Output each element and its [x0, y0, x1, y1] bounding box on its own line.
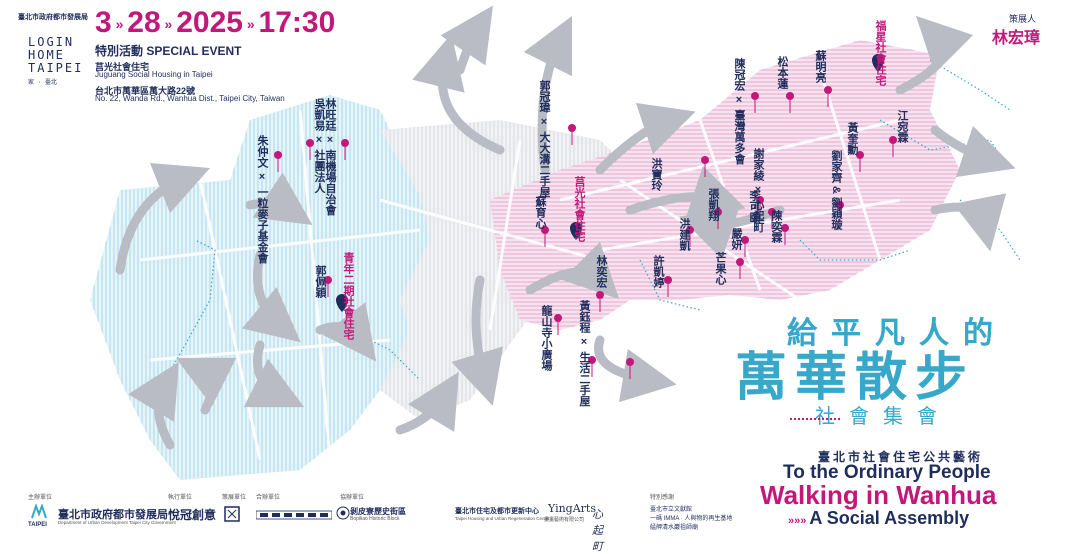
housing-center-en: Taipei Housing and Urban Regeneration Ce…	[455, 516, 550, 521]
venue-zh: 莒光社會住宅	[95, 62, 150, 72]
title-block: 給平凡人的 萬華散步 社會集會	[735, 318, 1065, 433]
pin-label: 陳冠宏 × 臺灣萬多會	[733, 58, 745, 165]
thanks-item: 臺北市立文獻館	[650, 507, 693, 513]
taipei-logo-text: TAIPEI	[28, 522, 47, 528]
pin-label: 林旺廷 × 南機場自治會	[324, 98, 336, 216]
date-day: 28	[127, 6, 161, 39]
curator-unit-logo-icon	[224, 506, 240, 522]
pin-label: 許凱婷	[652, 255, 664, 288]
taipei-logo-icon	[28, 503, 50, 522]
title-en-line3-text: A Social Assembly	[809, 508, 970, 528]
bopiliao-name: 剝皮寮歷史街區	[350, 507, 406, 516]
address-zh: 台北市萬華區萬大路22號	[95, 86, 196, 96]
co-organizer-logo-icon	[255, 508, 333, 520]
title-en-line2: Walking in Wanhua	[760, 480, 997, 510]
xinqiding-logo: 心起町	[592, 509, 603, 553]
logo-caption: 家 · 臺北	[28, 79, 57, 86]
pin-label: 陳奕霖	[770, 210, 782, 243]
yingarts-sub: 畫畫藝術有限公司	[544, 517, 585, 523]
date-sep-icon-2: »	[160, 16, 177, 33]
date-sep-icon: »	[111, 16, 128, 33]
pin-label: 郭佩穎	[314, 265, 326, 298]
event-date: 3 » 28 » 2025 » 17:30	[95, 6, 335, 40]
curator-name: 林宏璋	[991, 30, 1040, 47]
footer-group-label: 主辦單位	[28, 495, 53, 501]
footer-group-label: 合辦單位	[256, 495, 281, 501]
pin-label: 朱仲文 × 一粒麥子基金會	[256, 135, 268, 264]
venue-en: Juguang Social Housing in Taipei	[95, 70, 213, 79]
pink-district	[490, 40, 960, 330]
title-zh-line3: 社會集會	[815, 406, 951, 428]
pin-label: 黃奎勳	[846, 122, 858, 155]
pin-label: 劉家齊 & 劉穎璇	[830, 150, 842, 231]
date-year: 2025	[176, 6, 243, 39]
footer-group-label: 特別感謝	[650, 495, 675, 501]
date-month: 3	[95, 6, 112, 39]
pin-label-highlight: 青年二期社會住宅	[342, 252, 354, 340]
logo-line-3: TAIPEI	[28, 61, 84, 75]
bopiliao-en: Bopiliao Historic Block	[350, 516, 400, 522]
pin-label: 吳凱易 × 社團法人	[313, 98, 325, 194]
title-en-line1: To the Ordinary People	[783, 462, 991, 483]
logo-line-1: LOGIN	[28, 35, 75, 49]
login-home-taipei-logo: LOGIN HOME TAIPEI 家 · 臺北	[28, 35, 86, 87]
pin-label: 郭冠瑋 × 大大溝二手屋	[538, 80, 550, 198]
pin-label: 蘇育心	[534, 196, 546, 229]
pin-label: 蘇明亮	[814, 50, 826, 83]
co-organizer-seal-icon	[336, 506, 350, 520]
pin-label: 李可頤	[748, 190, 760, 223]
footer-group-label: 執行單位	[168, 495, 193, 501]
footer-group-label: 協辦單位	[340, 495, 365, 501]
pin-label-highlight: 莒光社會住宅	[573, 176, 585, 242]
pin-label: 黃鈺程 × 生活二手屋	[578, 300, 590, 407]
title-en-line3: »»» A Social Assembly	[788, 508, 969, 529]
thanks-item: 一碼 IMMA · 人與物的再生基地	[650, 516, 733, 522]
arrow-right-icon: »»»	[788, 515, 810, 527]
pin-label-highlight: 福星社會住宅	[874, 20, 886, 86]
title-zh-line2: 萬華散步	[735, 348, 976, 408]
date-time: 17:30	[258, 6, 336, 39]
pin-label: 龍山寺小廣場	[540, 305, 552, 371]
housing-center-name: 臺北市住宅及都市更新中心	[455, 508, 539, 515]
organizer-top: 臺北市政府都市發展局	[18, 14, 88, 21]
pin-label: 謝家綾 × 心起町	[752, 148, 764, 233]
pin-label: 林奕宏	[595, 255, 607, 288]
pin-label: 芒果心	[714, 252, 726, 285]
title-divider	[790, 418, 840, 420]
date-sep-icon-3: »	[242, 16, 259, 33]
address-en: No. 22, Wanda Rd., Wanhua Dist., Taipei …	[95, 94, 285, 103]
title-subtitle-zh: 臺北市社會住宅公共藝術	[818, 450, 984, 464]
pin-label: 洪建凱	[678, 218, 690, 251]
curator-label: 策展人	[1008, 14, 1036, 24]
main-org-name: 臺北市政府都市發展局	[58, 509, 168, 521]
pin-label: 洪寶玲	[650, 158, 662, 191]
logo-line-2: HOME	[28, 48, 65, 62]
pin-label: 松本蓮	[776, 56, 788, 89]
executor-name: 悅冠創意	[168, 508, 217, 522]
thanks-item: 艋舺清水巖祖師廟	[650, 525, 699, 531]
pin-label: 張凱翔	[707, 188, 719, 221]
main-org-en: Department of Urban Development Taipei C…	[58, 520, 176, 525]
pin-label: 嚴妍	[730, 228, 742, 250]
map-illustration	[90, 5, 1021, 480]
footer-group-label: 策展單位	[222, 495, 247, 501]
yingarts-logo: YingArts	[548, 502, 596, 515]
pin-label: 江宛霖	[896, 110, 908, 143]
title-zh-line1: 給平凡人的	[787, 316, 1007, 351]
event-type: 特別活動 SPECIAL EVENT	[95, 44, 242, 58]
